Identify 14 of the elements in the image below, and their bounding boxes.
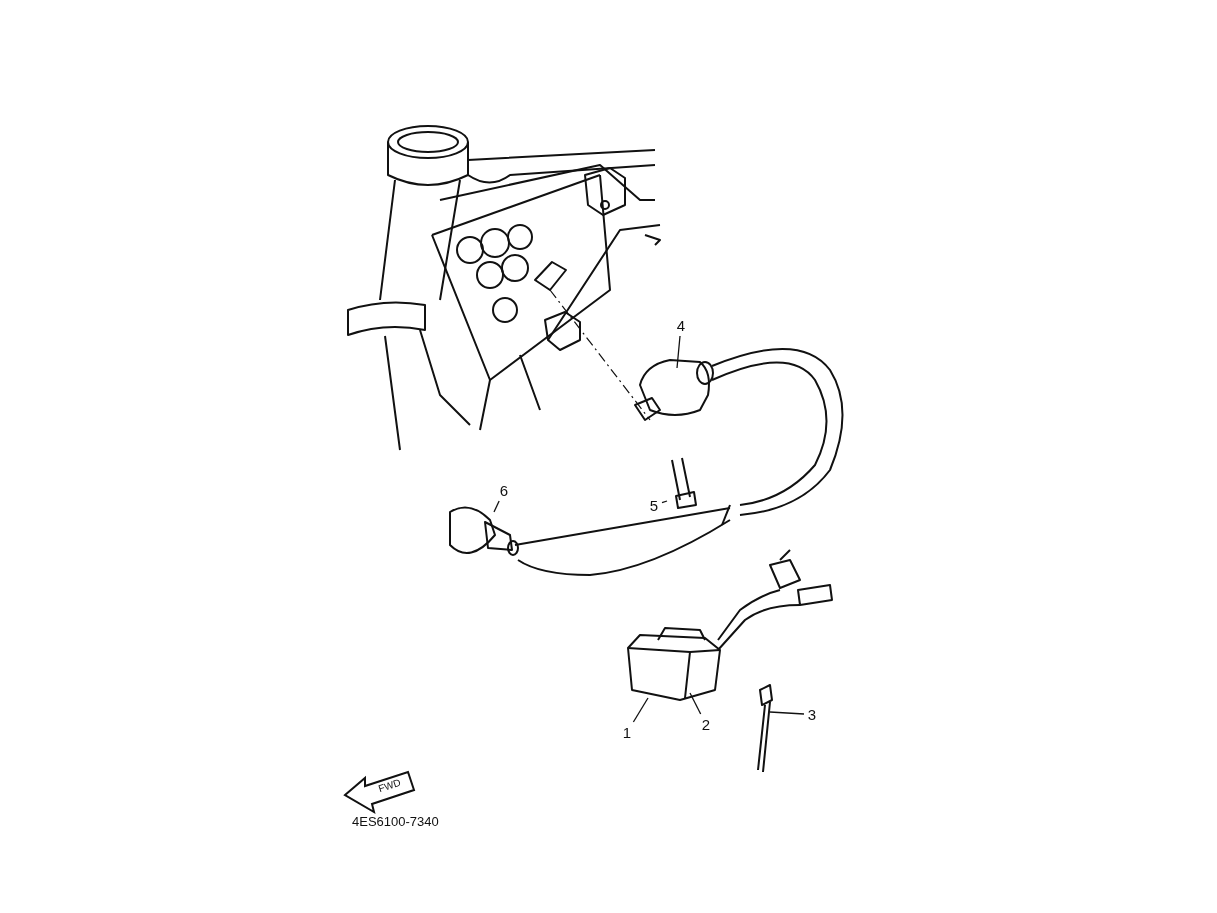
leader-line [676, 335, 681, 369]
part-number: 4ES6100-7340 [352, 814, 439, 829]
callout-number: 3 [806, 706, 818, 723]
leader-line [661, 500, 668, 504]
callout-number: 1 [621, 724, 633, 741]
leader-line [769, 711, 805, 715]
callout-number: 5 [648, 497, 660, 514]
leader-line [689, 692, 702, 715]
leader-line [632, 697, 649, 723]
callout-number: 6 [498, 482, 510, 499]
callout-number: 2 [700, 716, 712, 733]
callout-number: 4 [675, 317, 687, 334]
direction-label: FWD [376, 776, 402, 795]
leader-line [493, 500, 500, 513]
